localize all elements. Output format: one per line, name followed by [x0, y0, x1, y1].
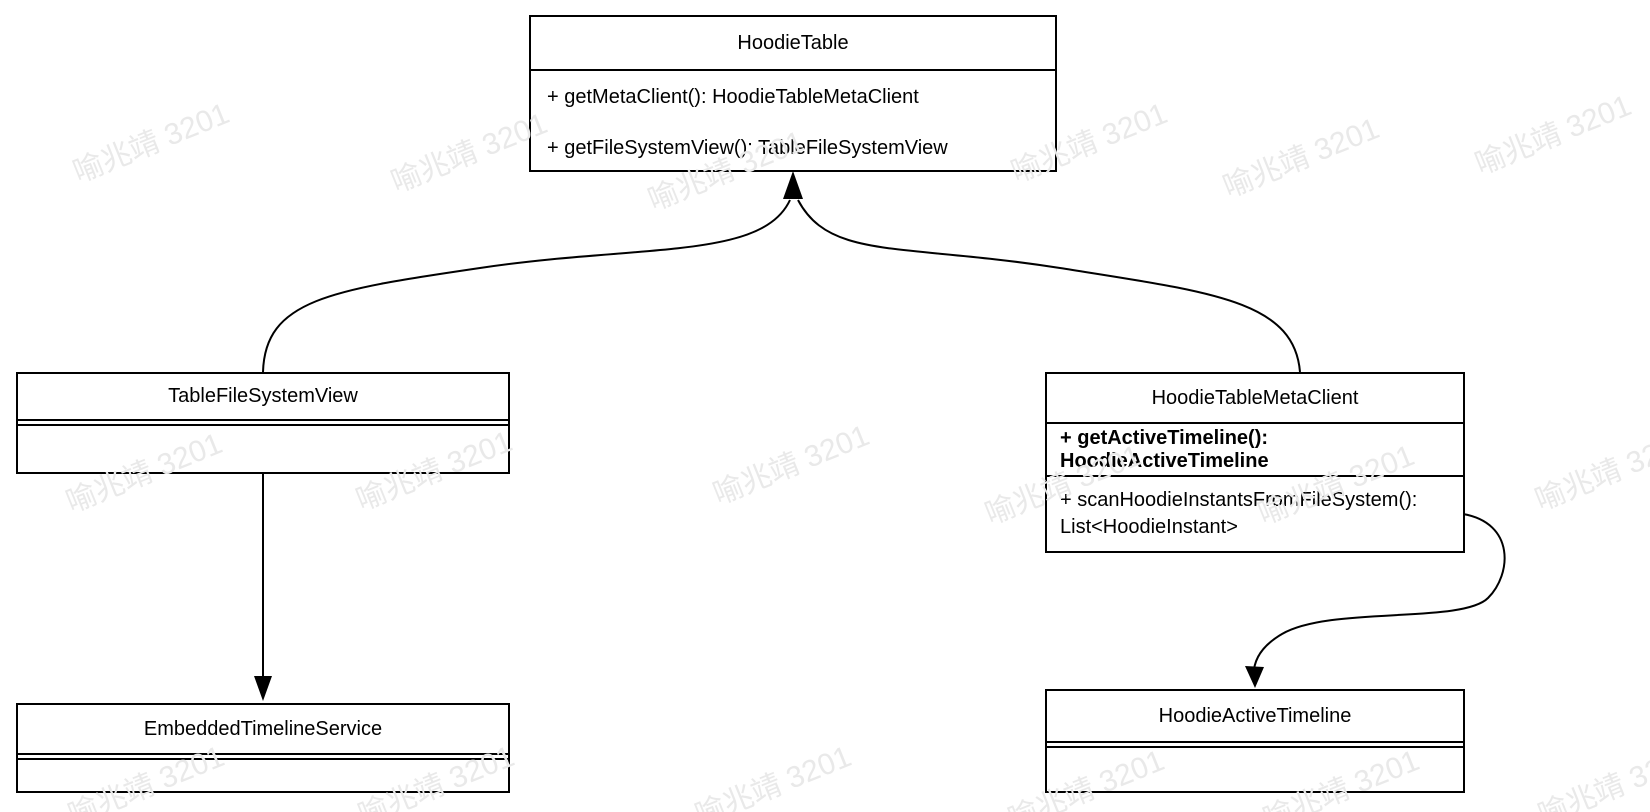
inheritance-curve-right	[797, 199, 1301, 373]
inheritance-curve-left	[262, 199, 791, 373]
class-method: + scanHoodieInstantsFromFileSystem(): Li…	[1047, 475, 1463, 551]
class-method: + getActiveTimeline(): HoodieActiveTimel…	[1047, 422, 1463, 475]
class-methods-compartment	[18, 424, 508, 472]
class-title: EmbeddedTimelineService	[143, 717, 383, 740]
class-methods-compartment	[18, 758, 508, 791]
watermark-text: 喻兆靖 3201	[690, 740, 857, 812]
class-box-hoodie-table: HoodieTable + getMetaClient(): HoodieTab…	[529, 15, 1057, 172]
class-attributes-compartment	[1047, 741, 1463, 746]
watermark-text: 喻兆靖 3201	[1218, 112, 1385, 205]
watermark-text: 喻兆靖 3201	[1533, 740, 1650, 812]
class-box-table-file-system-view: TableFileSystemView	[16, 372, 510, 474]
inheritance-arrowhead-icon	[783, 171, 803, 199]
class-method: + getMetaClient(): HoodieTableMetaClient	[547, 85, 919, 108]
class-box-embedded-timeline-service: EmbeddedTimelineService	[16, 703, 510, 793]
watermark-text: 喻兆靖 3201	[68, 97, 235, 190]
class-methods-compartment	[1047, 746, 1463, 791]
class-title: HoodieActiveTimeline	[1158, 704, 1352, 727]
watermark-text: 喻兆靖 3201	[708, 419, 875, 512]
class-methods-compartment: + getMetaClient(): HoodieTableMetaClient…	[531, 69, 1055, 173]
class-box-hoodie-active-timeline: HoodieActiveTimeline	[1045, 689, 1465, 793]
class-method: + getFileSystemView(): TableFileSystemVi…	[547, 136, 948, 159]
class-attributes-compartment	[18, 419, 508, 424]
association-arrowhead-down-icon	[254, 676, 272, 701]
class-box-hoodie-table-meta-client: HoodieTableMetaClient + getActiveTimelin…	[1045, 372, 1465, 553]
watermark-text: 喻兆靖 3201	[1530, 425, 1650, 518]
association-arrowhead-curve-icon	[1245, 666, 1264, 688]
class-attributes-compartment	[18, 753, 508, 758]
class-title: TableFileSystemView	[168, 385, 358, 407]
class-title: HoodieTableMetaClient	[1151, 386, 1359, 409]
watermark-text: 喻兆靖 3201	[386, 107, 553, 200]
watermark-text: 喻兆靖 3201	[1470, 89, 1637, 182]
class-title: HoodieTable	[737, 31, 849, 54]
